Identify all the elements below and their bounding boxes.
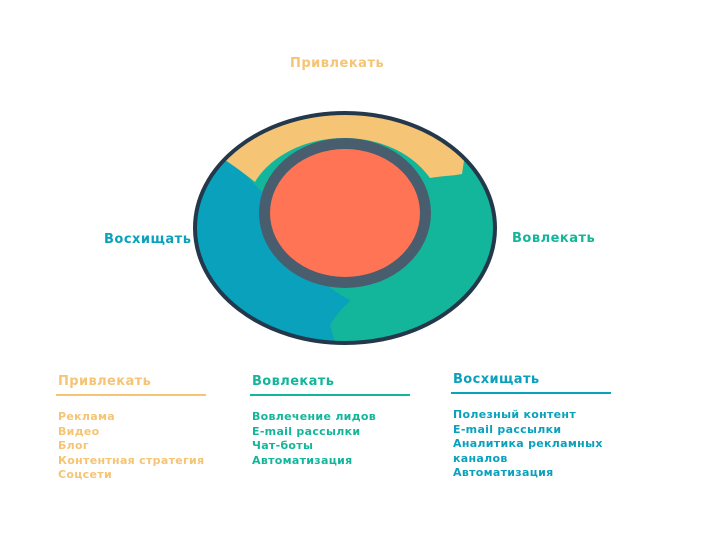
column-delight: Восхищать Полезный контент E-mail рассыл…	[451, 372, 611, 481]
delight-segment	[195, 150, 350, 343]
list-item: Контентная стратегия	[58, 453, 205, 467]
core-circle	[270, 149, 420, 277]
list-item: E-mail рассылки	[252, 424, 361, 438]
column-title-attract: Привлекать	[58, 374, 152, 389]
column-rule-attract	[56, 394, 206, 396]
attract-segment	[195, 113, 495, 182]
list-item: Вовлечение лидов	[252, 410, 376, 423]
column-rule-delight	[451, 392, 611, 394]
column-engage: Вовлекать Вовлечение лидов E-mail рассыл…	[250, 374, 410, 468]
column-title-delight: Восхищать	[453, 372, 540, 387]
list-item: каналов	[453, 451, 508, 465]
list-item: Соцсети	[58, 468, 112, 482]
list-item: Полезный контент	[453, 408, 576, 421]
list-item: Блог	[58, 439, 89, 453]
column-attract: Привлекать Реклама Видео Блог Контентная…	[56, 374, 206, 483]
list-item: Реклама	[58, 410, 115, 423]
column-list-attract: Реклама Видео Блог Контентная стратегия …	[56, 410, 206, 483]
column-list-engage: Вовлечение лидов E-mail рассылки Чат-бот…	[250, 410, 410, 468]
column-rule-engage	[250, 394, 410, 396]
column-list-delight: Полезный контент E-mail рассылки Аналити…	[451, 408, 611, 481]
list-item: Видео	[58, 424, 100, 438]
stage-label-engage: Вовлекать	[512, 231, 596, 246]
list-item: E-mail рассылки	[453, 422, 562, 436]
column-title-engage: Вовлекать	[252, 374, 335, 389]
list-item: Автоматизация	[453, 466, 554, 480]
list-item: Чат-боты	[252, 439, 314, 453]
list-item: Аналитика рекламных	[453, 437, 603, 451]
stage-label-delight: Восхищать	[104, 232, 192, 247]
stage-label-attract: Привлекать	[290, 56, 385, 71]
list-item: Автоматизация	[252, 453, 353, 467]
outer-ring-outline	[193, 111, 497, 345]
